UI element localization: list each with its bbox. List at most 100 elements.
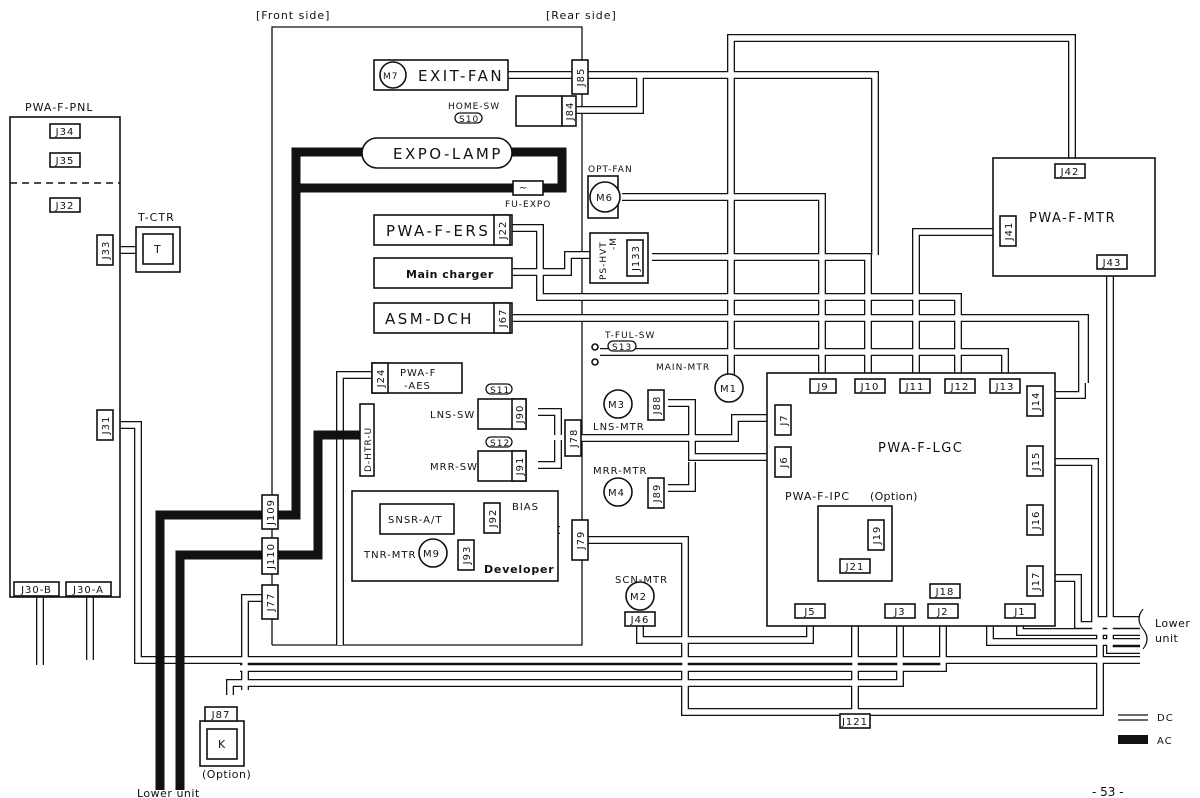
- aes-label-2: -AES: [404, 381, 431, 392]
- connector-label: J22: [498, 221, 509, 241]
- connector-label: J24: [376, 369, 387, 389]
- s13-label: S13: [612, 343, 632, 353]
- m7-label: M7: [383, 72, 399, 82]
- connector-box: [493, 302, 511, 334]
- connector-label: J21: [845, 562, 865, 573]
- lgc-label: PWA-F-LGC: [878, 441, 963, 456]
- fu-expo-fuse: [512, 180, 544, 196]
- connector-label: J14: [1031, 392, 1042, 412]
- connector-j24: J24: [371, 362, 389, 394]
- connector-j2: J2: [927, 603, 959, 619]
- legend: DC AC: [1118, 713, 1173, 747]
- connector-label: J121: [841, 717, 868, 728]
- m2-label: M2: [630, 592, 647, 603]
- connector-label: J5: [803, 607, 815, 618]
- connector-box: [1004, 603, 1036, 619]
- connector-box: [493, 214, 511, 246]
- connector-j79: J79: [571, 519, 589, 561]
- lns-mtr-label: LNS-MTR: [593, 422, 645, 433]
- connector-box: [929, 583, 961, 599]
- connector-box: [511, 398, 527, 430]
- connector-box: [13, 581, 60, 597]
- m7-motor: [379, 61, 407, 89]
- connector-box: [96, 234, 114, 266]
- connector-j91: J91: [511, 450, 527, 482]
- connector-j84: J84: [561, 95, 577, 127]
- connector-box: [561, 95, 577, 127]
- s11-badge: [485, 383, 513, 395]
- connector-label: J93: [462, 546, 473, 566]
- m1-label: M1: [720, 384, 737, 395]
- connector-j31: J31: [96, 409, 114, 441]
- d-htr-u-label: D-HTR-U: [364, 427, 374, 472]
- connector-label: J16: [1031, 511, 1042, 531]
- dc-harnesses-inner: [37, 35, 1140, 718]
- fuse-icon: ~: [519, 183, 528, 194]
- connector-label: J67: [498, 309, 509, 329]
- connector-box: [1026, 504, 1044, 536]
- connector-j42: J42: [1054, 163, 1086, 179]
- connector-box: [867, 519, 885, 551]
- connector-j43: J43: [1096, 254, 1128, 270]
- connector-j33: J33: [96, 234, 114, 266]
- connector-box: [626, 239, 644, 277]
- connector-j41: J41: [999, 215, 1017, 247]
- connector-j22: J22: [493, 214, 511, 246]
- exit-fan-label: EXIT-FAN: [418, 67, 504, 85]
- s10-label: S10: [459, 115, 479, 125]
- connector-box: [989, 378, 1021, 394]
- developer-label: Developer: [484, 563, 555, 576]
- mrr-mtr-label: MRR-MTR: [593, 466, 647, 477]
- connector-label: J19: [872, 526, 883, 546]
- connector-box: [794, 603, 826, 619]
- connector-label: J1: [1013, 607, 1025, 618]
- connector-j13: J13: [989, 378, 1021, 394]
- connector-box: [204, 706, 238, 722]
- scanner-frame: [271, 26, 583, 646]
- bias-label: BIAS: [512, 502, 539, 513]
- mrr-sw-label: MRR-SW: [430, 462, 478, 473]
- connector-j93: J93: [457, 539, 475, 571]
- connector-j18: J18: [929, 583, 961, 599]
- connector-j34: J34: [49, 123, 81, 139]
- connector-j1: J1: [1004, 603, 1036, 619]
- connector-j77: J77: [261, 584, 279, 620]
- connector-box: [483, 502, 501, 534]
- connector-j19: J19: [867, 519, 885, 551]
- connector-box: [884, 603, 916, 619]
- lower-unit-right-2: unit: [1155, 632, 1178, 645]
- tnr-mtr-label: TNR-MTR: [363, 550, 416, 561]
- connector-label: J87: [211, 710, 231, 721]
- lower-unit-right-1: Lower: [1155, 617, 1190, 630]
- connector-box: [49, 123, 81, 139]
- connector-box: [854, 378, 886, 394]
- ipc-option-label: (Option): [870, 490, 918, 503]
- lgc-board: [766, 372, 1056, 627]
- connector-j11: J11: [899, 378, 931, 394]
- mtr-label: PWA-F-MTR: [1029, 211, 1116, 226]
- opt-fan-label: OPT-FAN: [588, 165, 633, 175]
- connector-label: J33: [101, 241, 112, 261]
- k-glyph: K: [218, 738, 226, 751]
- lower-unit-bottom: Lower unit: [137, 787, 200, 798]
- m6-motor: [589, 181, 621, 213]
- switch-contact-icon: [591, 343, 599, 351]
- ers-board: [373, 214, 513, 246]
- connector-label: J42: [1060, 167, 1080, 178]
- connector-j67: J67: [493, 302, 511, 334]
- t-ctr-inner: [142, 233, 174, 265]
- connector-j16: J16: [1026, 504, 1044, 536]
- expo-lamp: [361, 137, 513, 169]
- page-number: - 53 -: [1092, 785, 1124, 798]
- connector-j6: J6: [774, 446, 792, 478]
- connector-j133: J133: [626, 239, 644, 277]
- connector-box: [944, 378, 976, 394]
- connector-label: J92: [488, 509, 499, 529]
- connector-box: [647, 477, 665, 509]
- connector-box: [624, 611, 656, 627]
- connector-box: [647, 389, 665, 421]
- connector-box: [564, 419, 582, 457]
- m1-motor: [714, 373, 744, 403]
- s11-label: S11: [490, 386, 510, 396]
- pnl-board-label: PWA-F-PNL: [25, 101, 93, 114]
